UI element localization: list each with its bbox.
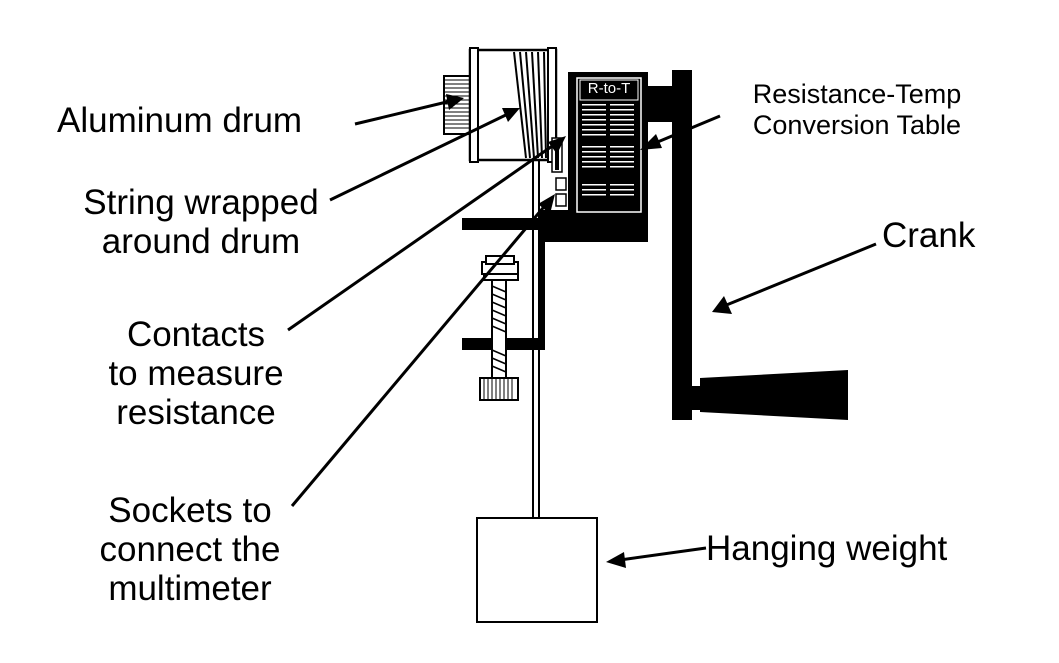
arrowhead-weight [606,552,626,568]
label-sockets: Sockets to connect the multimeter [70,491,310,609]
arrowhead-sockets [538,194,555,214]
label-sockets-line-2: connect the [99,530,281,570]
contacts [551,137,563,173]
aluminum-drum [468,47,558,163]
label-table-line-2: Conversion Table [752,110,962,141]
label-sockets-line-1: Sockets to [108,491,272,530]
arrow-aluminum-drum [354,98,456,126]
label-table-line-1: Resistance-Temp [752,79,962,109]
conversion-table-title: R-to-T [587,80,631,97]
label-string-line-2: around drum [101,222,301,262]
arrow-contacts [287,140,559,332]
arrow-weight [619,546,707,562]
label-aluminum-drum: Aluminum drum [57,101,303,140]
arrowhead-string [502,108,520,122]
arrowhead-aluminum-drum [446,94,464,110]
label-contacts-line-1: Contacts [126,315,266,354]
label-sockets-line-3: multimeter [108,569,272,609]
arrow-crank [723,242,877,308]
label-conversion-table: Resistance-Temp Conversion Table [716,79,998,141]
label-crank: Crank [882,216,976,255]
arrow-string [329,110,513,202]
label-hanging-weight: Hanging weight [706,529,948,568]
arrow-table [647,114,721,148]
label-string-line-1: String wrapped [83,183,319,222]
leader-lines [287,98,877,562]
label-contacts-line-2: to measure [108,354,284,394]
adjusting-screw [479,255,519,401]
arrowhead-contacts [548,136,566,154]
arrowhead-table [640,134,662,150]
label-contacts-line-3: resistance [116,393,276,433]
drum-knob [443,75,471,135]
arrowheads [446,94,732,568]
hanging-weight [476,517,598,623]
conversion-table-plate [576,77,642,213]
arrow-sockets [290,201,550,507]
arrowhead-crank [712,296,732,314]
label-string-wrapped: String wrapped around drum [50,183,352,261]
sockets [555,177,567,207]
string-on-drum [513,51,547,159]
label-contacts: Contacts to measure resistance [86,315,306,433]
crank [672,70,848,420]
